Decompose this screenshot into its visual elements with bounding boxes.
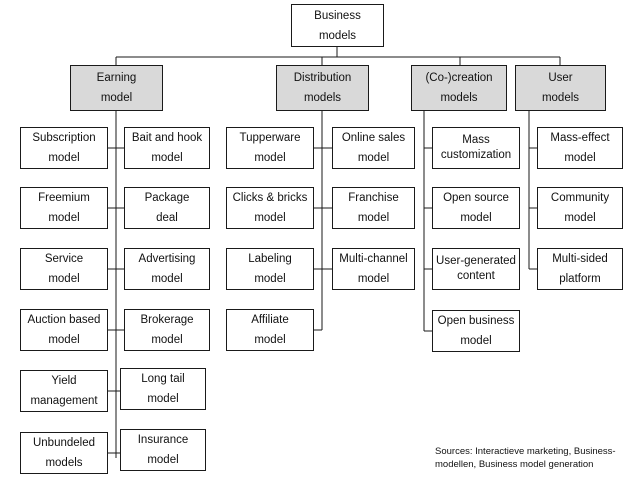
distribution-item: Affiliate model bbox=[226, 309, 314, 351]
earning-item: Long tail model bbox=[120, 368, 206, 410]
earning-item: Auction based model bbox=[20, 309, 108, 351]
earning-item: Bait and hook model bbox=[124, 127, 210, 169]
root-node-business-models: Business models bbox=[291, 4, 384, 47]
earning-item: Freemium model bbox=[20, 187, 108, 229]
user-item: Multi-sided platform bbox=[537, 248, 623, 290]
earning-item: Insurance model bbox=[120, 429, 206, 471]
cocreation-item: Open source model bbox=[432, 187, 520, 229]
distribution-item: Clicks & bricks model bbox=[226, 187, 314, 229]
earning-item: Package deal bbox=[124, 187, 210, 229]
cocreation-item: Mass customization bbox=[432, 127, 520, 169]
distribution-item: Tupperware model bbox=[226, 127, 314, 169]
category-cocreation-models: (Co-)creation models bbox=[411, 65, 507, 111]
cocreation-item: Open business model bbox=[432, 310, 520, 352]
earning-item: Brokerage model bbox=[124, 309, 210, 351]
category-user-models: User models bbox=[515, 65, 606, 111]
earning-item: Yield management bbox=[20, 370, 108, 412]
distribution-item: Online sales model bbox=[332, 127, 415, 169]
distribution-item: Franchise model bbox=[332, 187, 415, 229]
sources-caption: Sources: Interactieve marketing, Busines… bbox=[435, 446, 616, 470]
cocreation-item: User-generated content bbox=[432, 248, 520, 290]
user-item: Community model bbox=[537, 187, 623, 229]
distribution-item: Multi-channel model bbox=[332, 248, 415, 290]
earning-item: Unbundeled models bbox=[20, 432, 108, 474]
category-earning-model: Earning model bbox=[70, 65, 163, 111]
earning-item: Advertising model bbox=[124, 248, 210, 290]
earning-item: Subscription model bbox=[20, 127, 108, 169]
user-item: Mass-effect model bbox=[537, 127, 623, 169]
distribution-item: Labeling model bbox=[226, 248, 314, 290]
category-distribution-models: Distribution models bbox=[276, 65, 369, 111]
earning-item: Service model bbox=[20, 248, 108, 290]
